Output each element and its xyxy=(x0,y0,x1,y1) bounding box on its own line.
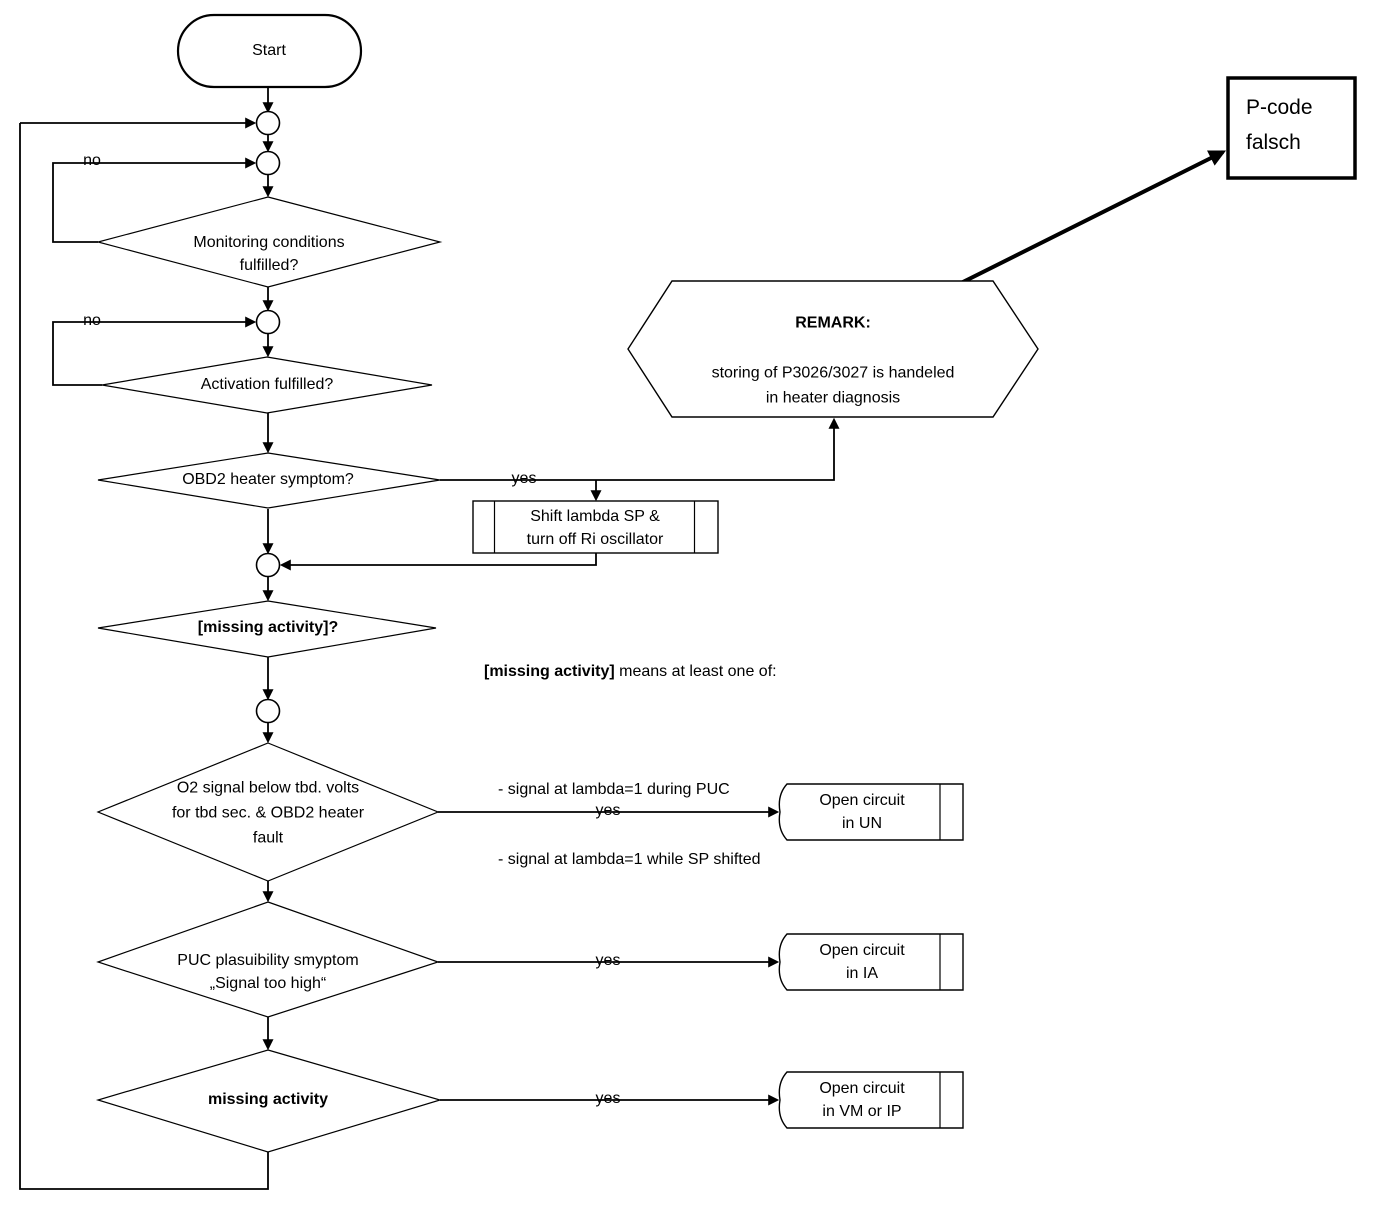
remark-body: storing of P3026/3027 is handeled in hea… xyxy=(711,364,955,407)
decision-activation-shape xyxy=(101,356,433,414)
missing-activity-annotation: [missing activity] means at least one of… xyxy=(484,613,777,966)
junction-circle-3 xyxy=(255,309,281,335)
no-label-activation: no xyxy=(83,312,101,329)
annotation-lead-bold: [missing activity] xyxy=(484,663,615,680)
process-shift-label: Shift lambda SP & turn off Ri oscillator xyxy=(526,508,664,548)
pcode-label: P-code falsch xyxy=(1246,96,1313,154)
edge-shift-to-junction4 xyxy=(279,553,597,571)
decision-o2-label: O2 signal below tbd. volts for tbd sec. … xyxy=(171,779,365,847)
remark-title: REMARK: xyxy=(795,314,871,332)
output-vm-shape xyxy=(778,1071,964,1129)
annotation-item: - signal at lambda=1 while SP shifted xyxy=(498,851,761,868)
edge-main-feedback-loop xyxy=(19,123,269,1190)
junction-circle-4 xyxy=(255,552,281,578)
yes-label-obd2: yes xyxy=(511,470,537,487)
decision-obd2-shape xyxy=(97,452,441,509)
output-un-label: Open circuit in UN xyxy=(819,792,905,832)
output-un-shape xyxy=(778,783,964,841)
decision-missingq-shape xyxy=(97,600,437,658)
start-label: Start xyxy=(252,42,286,59)
decision-missingq-label: [missing activity]? xyxy=(197,619,339,636)
yes-label-puc: yes xyxy=(595,952,621,969)
start-terminator-shape xyxy=(176,13,363,89)
junction-circle-2 xyxy=(255,150,281,176)
output-ia-label: Open circuit in IA xyxy=(819,942,905,982)
output-ia-shape xyxy=(778,933,964,991)
decision-puc-label: PUC plasuibility smyptom „Signal too hig… xyxy=(177,952,359,992)
remark-label: REMARK: storing of P3026/3027 is handele… xyxy=(712,286,955,411)
decision-activation-label: Activation fulfilled? xyxy=(200,376,334,393)
decision-missing-label: missing activity xyxy=(207,1091,329,1108)
connector-lines xyxy=(19,88,1227,1190)
junction-circle-5 xyxy=(255,698,281,724)
annotation-item: - signal at lambda=1 during PUC xyxy=(498,780,730,798)
junction-circle-1 xyxy=(255,110,281,136)
edge-no-loop-monitoring xyxy=(52,157,257,243)
decision-o2-shape xyxy=(96,742,440,882)
decision-monitoring-label: Monitoring conditions fulfilled? xyxy=(193,234,345,274)
annotation-lead: [missing activity] means at least one of… xyxy=(484,660,777,684)
decision-obd2-label: OBD2 heater symptom? xyxy=(182,471,354,488)
edge-no-loop-activation xyxy=(52,316,257,386)
yes-label-o2: yes xyxy=(595,802,621,819)
edge-obd2-yes-to-remark xyxy=(440,417,840,481)
annotation-items: - signal at lambda=1 during PUC - signal… xyxy=(484,731,777,919)
pcode-box-shape xyxy=(1226,76,1357,180)
annotation-lead-rest: means at least one of: xyxy=(614,663,777,680)
decision-missing-shape xyxy=(95,1049,443,1153)
decision-puc-shape xyxy=(96,901,440,1018)
process-shift-shape xyxy=(472,500,719,554)
no-label-monitoring: no xyxy=(83,152,101,169)
yes-label-missing: yes xyxy=(595,1090,621,1107)
remark-hexagon-shape xyxy=(627,280,1039,418)
decision-monitoring-shape xyxy=(95,196,443,288)
output-vm-label: Open circuit in VM or IP xyxy=(819,1080,905,1120)
